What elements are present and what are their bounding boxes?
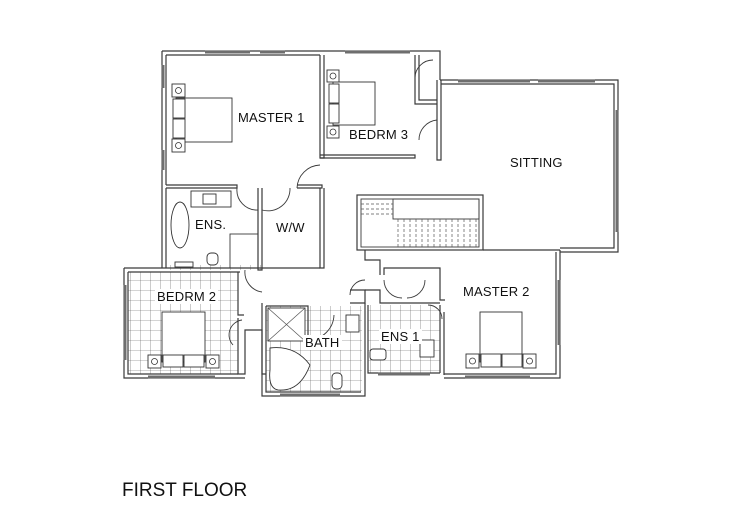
plan-title: FIRST FLOOR bbox=[122, 480, 248, 501]
master-2-walls bbox=[444, 250, 561, 379]
master-1-walls bbox=[161, 50, 441, 268]
staircase bbox=[356, 194, 560, 251]
room-label-sitting: SITTING bbox=[510, 155, 563, 170]
bedrm-3-bed bbox=[326, 69, 376, 139]
ens1-walls bbox=[364, 303, 445, 376]
room-label-ww: W/W bbox=[276, 220, 305, 235]
room-label-master-1: MASTER 1 bbox=[238, 110, 305, 125]
room-label-master-2: MASTER 2 bbox=[463, 284, 530, 299]
room-label-ens-1: ENS 1 bbox=[379, 329, 422, 344]
room-label-bedrm-2: BEDRM 2 bbox=[155, 289, 219, 304]
bedrm-3-walls bbox=[320, 55, 442, 161]
sitting-walls bbox=[440, 79, 619, 253]
bedrm-2-walls bbox=[123, 267, 266, 379]
room-label-ens: ENS. bbox=[195, 217, 227, 232]
master-1-bed bbox=[171, 83, 233, 153]
hall-closets bbox=[349, 250, 445, 304]
bath-walls bbox=[261, 303, 366, 397]
room-label-bedrm-3: BEDRM 3 bbox=[349, 127, 409, 142]
room-label-bath: BATH bbox=[303, 335, 342, 350]
